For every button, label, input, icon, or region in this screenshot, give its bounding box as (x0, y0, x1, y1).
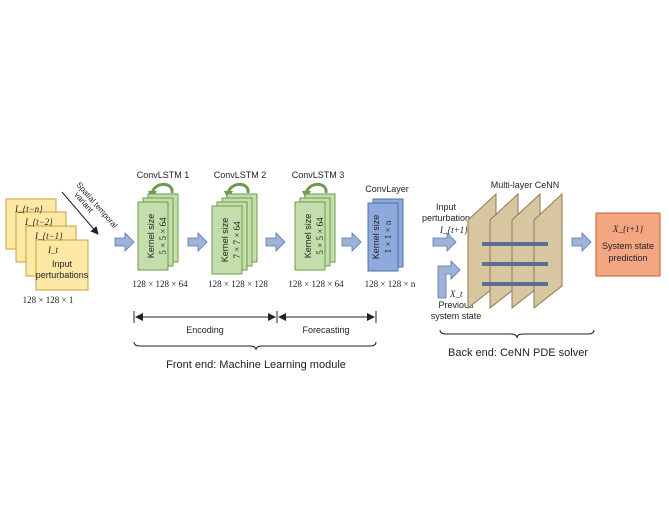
convlstm1-block: ConvLSTM 1 Kernel size 5 × 5 × 64 128 × … (132, 170, 189, 289)
cenn-input-text: Input (436, 202, 457, 212)
convlstm2-block: ConvLSTM 2 Kernel size 7 × 7 × 64 128 × … (208, 170, 268, 289)
input-text: perturbations (36, 270, 89, 280)
cenn-input-text: perturbation (422, 213, 470, 223)
flow-arrow (341, 232, 362, 252)
cenn-title: Multi-layer CeNN (491, 180, 560, 190)
convlayer-dims: 128 × 128 × n (365, 279, 416, 289)
phase-brackets: Encoding Forecasting (133, 311, 377, 335)
flow-arrow (571, 232, 592, 252)
output-text: System state (602, 241, 654, 251)
frame-label: I_{t−1} (34, 231, 63, 241)
front-end-label: Front end: Machine Learning module (166, 359, 346, 371)
convlayer-kernel: 1 × 1 × n (383, 220, 393, 253)
forecasting-label: Forecasting (302, 325, 349, 335)
cenn-state-var: X_t (449, 289, 463, 299)
output-box (595, 212, 661, 277)
cenn-state-text: Previous (438, 300, 474, 310)
back-end-label: Back end: CeNN PDE solver (448, 347, 588, 359)
convlstm1-kernel-label: Kernel size (146, 214, 156, 259)
convlayer-block: ConvLayer Kernel size 1 × 1 × n 128 × 12… (365, 184, 416, 289)
convlstm3-kernel: 5 × 5 × 64 (315, 217, 325, 255)
convlayer-title: ConvLayer (365, 184, 409, 194)
feature-map-layer (137, 201, 169, 271)
feature-map-layer (294, 201, 326, 271)
feature-map-layer (367, 202, 399, 272)
temporal-arrow (61, 191, 99, 235)
output-text: prediction (608, 253, 647, 263)
frame-label: I_t (47, 245, 58, 255)
convlstm3-title: ConvLSTM 3 (292, 170, 345, 180)
convlstm1-kernel: 5 × 5 × 64 (158, 217, 168, 255)
convlstm2-dims: 128 × 128 × 128 (208, 279, 268, 289)
cenn-input-var: I_{t+1} (439, 225, 468, 235)
convlstm2-title: ConvLSTM 2 (214, 170, 267, 180)
input-frame (35, 239, 89, 291)
convlstm3-dims: 128 × 128 × 64 (288, 279, 344, 289)
input-frames: I_{t−n} I_{t−2} I_{t−1} I_t Input pertur… (5, 198, 89, 291)
flow-arrow (265, 232, 286, 252)
input-dims: 128 × 128 × 1 (23, 295, 74, 305)
cenn-layer (533, 192, 563, 310)
output-block: X_{t+1} System state prediction (595, 212, 661, 277)
cenn-state-text: system state (431, 311, 482, 321)
frame-label: I_{t−2} (24, 217, 53, 227)
flow-arrow (187, 232, 208, 252)
convlayer-kernel-label: Kernel size (371, 215, 381, 260)
convlstm3-kernel-label: Kernel size (303, 214, 313, 259)
input-perturbation-arrow (432, 232, 457, 252)
convlstm1-title: ConvLSTM 1 (137, 170, 190, 180)
encoding-label: Encoding (186, 325, 224, 335)
cenn-inputs: Input perturbation I_{t+1} X_t Previous … (422, 202, 481, 321)
input-text: Input (52, 259, 73, 269)
cenn-block: Multi-layer CeNN (467, 180, 563, 310)
convlstm3-block: ConvLSTM 3 Kernel size 5 × 5 × 64 128 × … (288, 170, 344, 289)
front-end-brace (133, 341, 377, 351)
frame-label: I_{t−n} (14, 204, 43, 214)
flow-arrow (114, 232, 135, 252)
convlstm2-kernel: 7 × 7 × 64 (232, 221, 242, 259)
convlstm1-dims: 128 × 128 × 64 (132, 279, 188, 289)
feature-map-layer (211, 205, 243, 275)
output-var: X_{t+1} (612, 224, 644, 234)
back-end-brace (439, 329, 595, 339)
previous-state-arrow (437, 260, 461, 299)
convlstm2-kernel-label: Kernel size (220, 218, 230, 263)
